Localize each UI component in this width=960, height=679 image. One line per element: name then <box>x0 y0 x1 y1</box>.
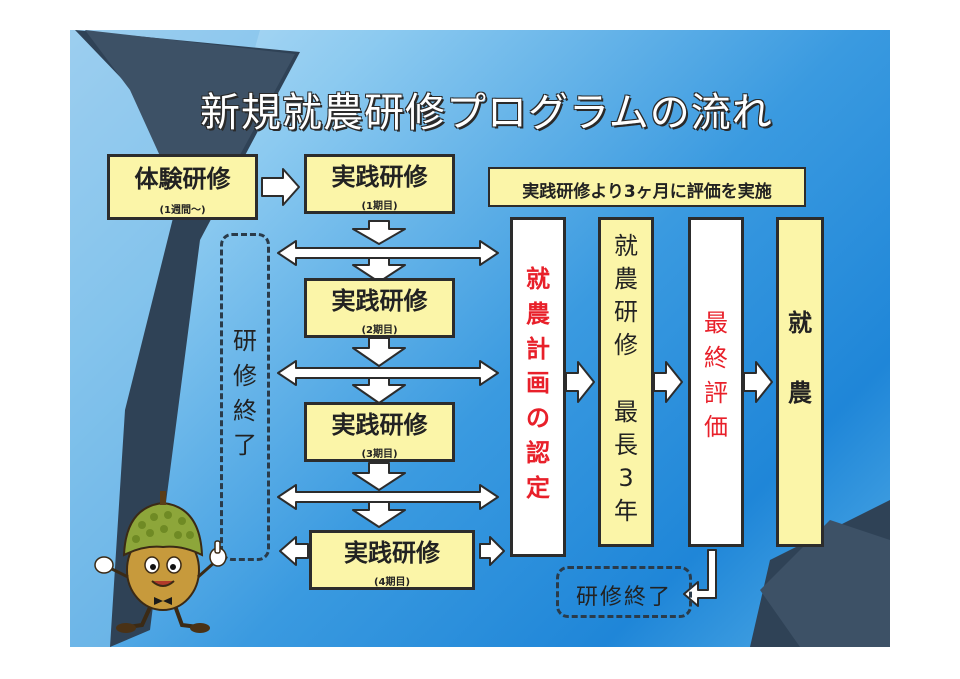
training-end-bottom-text: 研修終了 <box>575 585 672 610</box>
practice-training-box-1: 実践研修 (1期目) <box>304 154 455 214</box>
practice-training-label: 実践研修 <box>344 539 440 567</box>
flow-arrows <box>261 168 773 607</box>
practice-training-box-2: 実践研修 (2期目) <box>304 278 455 338</box>
slide: 新規就農研修プログラムの流れ <box>70 30 890 647</box>
practice-training-term: (3期目) <box>361 449 398 460</box>
practice-training-term: (1期目) <box>361 201 398 212</box>
practice-training-label: 実践研修 <box>331 411 428 439</box>
practice-training-label: 実践研修 <box>331 287 428 315</box>
training-end-left-box: 研修 終了 <box>220 233 270 561</box>
page-title: 新規就農研修プログラムの流れ <box>200 90 773 136</box>
practice-training-box-4: 実践研修 (4期目) <box>309 530 475 590</box>
farming-plan-approval-box: 就農 計画 の認 定 <box>510 217 566 557</box>
practice-training-term: (2期目) <box>361 325 398 336</box>
practice-training-label: 実践研修 <box>331 163 428 191</box>
experience-training-label: 体験研修 <box>134 165 231 193</box>
farming-text: 就 農 <box>788 309 812 407</box>
farming-plan-approval-text: 就農 計画 の認 定 <box>526 265 550 502</box>
acorn-mascot-icon <box>94 491 227 633</box>
evaluation-note: 実践研修より3ヶ月に評価を実施 <box>522 182 772 202</box>
training-end-left-text: 研修 終了 <box>233 327 257 460</box>
practice-training-term: (4期目) <box>373 577 411 588</box>
training-end-bottom-box: 研修終了 <box>556 566 692 618</box>
final-evaluation-box: 最終 評価 <box>688 217 744 547</box>
final-evaluation-text: 最終 評価 <box>704 309 728 442</box>
practice-training-box-3: 実践研修 (3期目) <box>304 402 455 462</box>
experience-training-box: 体験研修 (1週間～) <box>107 154 258 220</box>
evaluation-note-box: 実践研修より3ヶ月に評価を実施 <box>488 167 806 207</box>
farming-box: 就 農 <box>776 217 824 547</box>
experience-training-duration: (1週間～) <box>159 205 206 216</box>
